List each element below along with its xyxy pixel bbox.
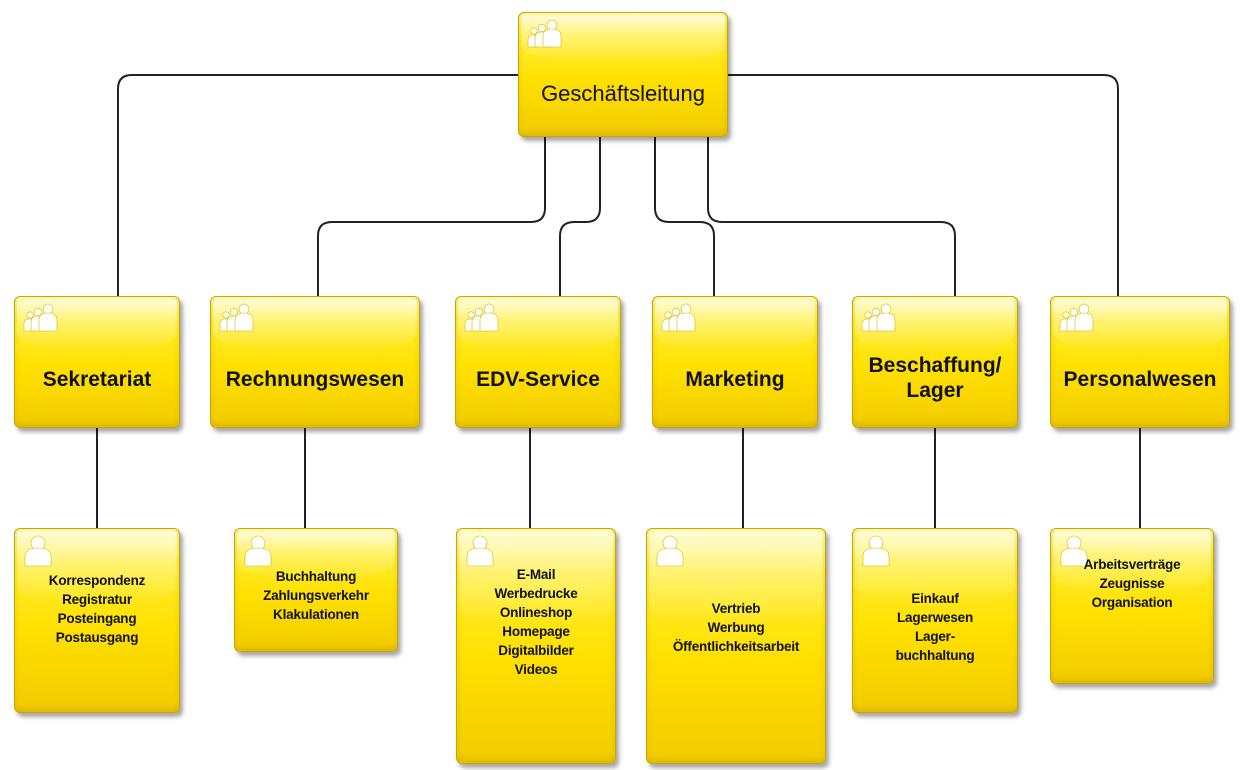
root-box-geschaeftsleitung: Geschäftsleitung: [518, 12, 728, 137]
connector-root-to-sekretariat: [117, 74, 518, 296]
group-icon: [1059, 303, 1095, 333]
task-item: Digitalbilder: [498, 643, 574, 658]
department-label-line: Lager: [906, 379, 964, 402]
group-icon: [527, 19, 563, 49]
root-label: Geschäftsleitung: [541, 81, 705, 106]
department-label: Sekretariat: [42, 368, 152, 391]
task-item: Postausgang: [55, 630, 139, 645]
department-label: Beschaffung/Lager: [853, 353, 1017, 403]
task-item: Zeugnisse: [1099, 576, 1165, 591]
group-icon: [861, 303, 897, 333]
task-item: Onlineshop: [499, 605, 573, 620]
group-icon: [219, 303, 255, 333]
group-icon: [23, 303, 59, 333]
person-icon: [861, 535, 891, 567]
task-item: Lager-: [914, 629, 956, 644]
task-item: Klakulationen: [273, 607, 359, 622]
task-item: Videos: [514, 662, 558, 677]
task-item: Arbeitsverträge: [1083, 557, 1181, 572]
task-item: Posteingang: [57, 611, 137, 626]
department-label: EDV-Service: [476, 368, 600, 391]
task-item: Werbedrucke: [494, 586, 578, 601]
connector-root-to-edv-service: [559, 137, 601, 296]
task-item: Einkauf: [911, 591, 959, 606]
connector-root-to-rechnungswesen: [317, 137, 546, 296]
department-box-personalwesen: Personalwesen: [1050, 296, 1230, 428]
task-item: Werbung: [707, 620, 765, 635]
task-item: Organisation: [1091, 595, 1173, 610]
department-box-rechnungswesen: Rechnungswesen: [210, 296, 420, 428]
group-icon: [464, 303, 500, 333]
task-item: Buchhaltung: [275, 569, 357, 584]
task-item: Lagerwesen: [896, 610, 974, 625]
group-icon: [661, 303, 697, 333]
person-icon: [243, 535, 273, 567]
task-item: Registratur: [62, 592, 132, 607]
connector-root-to-personalwesen: [728, 74, 1119, 296]
department-label: Rechnungswesen: [225, 368, 405, 391]
connector-root-to-beschaffung-lager: [707, 137, 956, 296]
task-item: buchhaltung: [895, 648, 975, 663]
task-item: Zahlungsverkehr: [263, 588, 369, 603]
department-label: Personalwesen: [1063, 368, 1217, 391]
connector-root-to-marketing: [654, 137, 715, 296]
department-label-line: Beschaffung/: [868, 354, 1002, 377]
task-item: Korrespondenz: [48, 573, 146, 588]
department-label: Marketing: [685, 368, 785, 391]
department-box-beschaffung-lager: Beschaffung/Lager: [852, 296, 1018, 428]
department-box-edv-service: EDV-Service: [455, 296, 621, 428]
person-icon: [23, 535, 53, 567]
task-item: E-Mail: [516, 567, 556, 582]
task-item: Homepage: [502, 624, 570, 639]
department-box-sekretariat: Sekretariat: [14, 296, 180, 428]
department-box-marketing: Marketing: [652, 296, 818, 428]
task-item: Vertrieb: [711, 601, 761, 616]
task-item: Öffentlichkeitsarbeit: [672, 639, 800, 654]
person-icon: [465, 535, 495, 567]
person-icon: [1059, 535, 1089, 567]
person-icon: [655, 535, 685, 567]
